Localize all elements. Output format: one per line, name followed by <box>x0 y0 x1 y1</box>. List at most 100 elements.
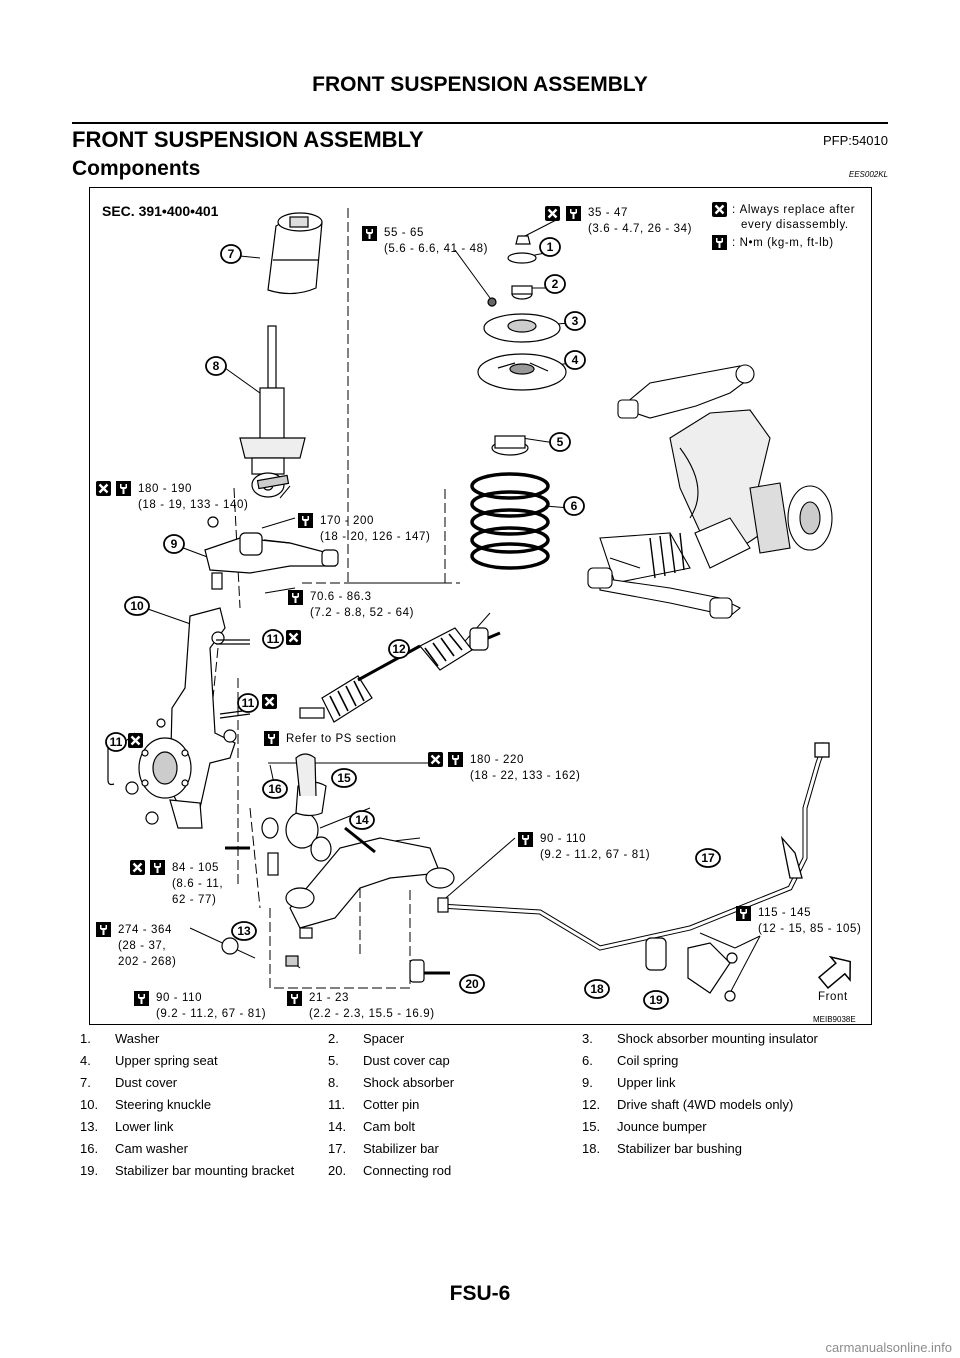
part-name: Lower link <box>115 1119 174 1134</box>
balloon-18: 18 <box>584 979 610 999</box>
legend-replace-line1: : Always replace after <box>732 204 855 216</box>
part-name: Jounce bumper <box>617 1119 707 1134</box>
svg-text:115 - 145: 115 - 145 <box>758 907 811 919</box>
svg-text:4: 4 <box>572 353 579 367</box>
part-name: Steering knuckle <box>115 1097 212 1112</box>
balloon-3: 3 <box>564 311 586 331</box>
svg-text:7: 7 <box>228 247 235 261</box>
part-balloons: 1 2 3 4 5 6 7 8 9 10 11 11 11 12 13 14 1… <box>105 237 721 1010</box>
svg-text:55 - 65: 55 - 65 <box>384 227 424 239</box>
parts-row: 10.Steering knuckle 11.Cotter pin 12.Dri… <box>80 1097 794 1112</box>
cotter-pins <box>107 639 251 786</box>
part-name: Shock absorber <box>363 1075 455 1090</box>
lower-link <box>221 753 455 967</box>
assembled-view <box>587 364 833 619</box>
svg-text:170 - 200: 170 - 200 <box>320 515 374 527</box>
svg-text:17: 17 <box>701 851 715 865</box>
svg-text:180 - 220: 180 - 220 <box>470 754 524 766</box>
svg-text:Front: Front <box>818 991 848 1003</box>
part-name: Stabilizer bar mounting bracket <box>115 1163 295 1178</box>
svg-text:90 - 110: 90 - 110 <box>540 833 586 845</box>
steering-knuckle <box>125 607 237 829</box>
parts-row: 7.Dust cover 8.Shock absorber 9.Upper li… <box>80 1075 676 1090</box>
page-header-title: FRONT SUSPENSION ASSEMBLY <box>312 73 648 96</box>
balloon-12: 12 <box>388 639 410 659</box>
balloon-17: 17 <box>695 848 721 868</box>
section-title: FRONT SUSPENSION ASSEMBLY <box>72 127 424 152</box>
svg-text:14: 14 <box>355 813 369 827</box>
svg-text:11: 11 <box>242 696 255 710</box>
svg-text:15: 15 <box>337 771 351 785</box>
part-name: Cam bolt <box>363 1119 416 1134</box>
part-name: Spacer <box>363 1031 405 1046</box>
replace-icon <box>284 628 303 647</box>
svg-text:1: 1 <box>547 240 554 254</box>
strut-assembly <box>239 212 323 498</box>
torque-icon <box>712 235 727 250</box>
replace-icon <box>260 692 279 711</box>
balloon-2: 2 <box>544 274 566 294</box>
svg-text:21 - 23: 21 - 23 <box>309 992 349 1004</box>
dashed-guides <box>207 208 460 989</box>
legend-replace-line2: every disassembly. <box>741 219 849 231</box>
svg-text:2: 2 <box>552 277 559 291</box>
part-name: Connecting rod <box>363 1163 452 1178</box>
svg-text:Refer to PS section: Refer to PS section <box>286 733 396 745</box>
part-name: Cam washer <box>115 1141 188 1156</box>
svg-text:62 - 77): 62 - 77) <box>172 894 216 906</box>
svg-text:70.6 - 86.3: 70.6 - 86.3 <box>310 591 372 603</box>
svg-text:(18 - 19, 133 - 140): (18 - 19, 133 - 140) <box>138 499 248 511</box>
svg-text:180 - 190: 180 - 190 <box>138 483 192 495</box>
part-name: Shock absorber mounting insulator <box>617 1031 818 1046</box>
part-name: Coil spring <box>617 1053 679 1068</box>
svg-text:35 - 47: 35 - 47 <box>588 207 628 219</box>
balloon-19: 19 <box>643 990 669 1010</box>
balloon-4: 4 <box>564 350 586 370</box>
balloon-9: 9 <box>163 534 185 554</box>
balloon-7: 7 <box>220 244 242 264</box>
svg-text:5: 5 <box>557 435 564 449</box>
svg-text:(7.2 - 8.8, 52 - 64): (7.2 - 8.8, 52 - 64) <box>310 607 414 619</box>
svg-text:9: 9 <box>171 537 178 551</box>
balloon-20: 20 <box>459 974 485 994</box>
svg-text:(28 - 37,: (28 - 37, <box>118 940 166 952</box>
drive-shaft <box>299 627 501 723</box>
part-name: Upper spring seat <box>115 1053 218 1068</box>
part-name: Stabilizer bar bushing <box>617 1141 743 1156</box>
watermark: carmanualsonline.info <box>825 1340 952 1355</box>
svg-text:90 - 110: 90 - 110 <box>156 992 202 1004</box>
balloon-6: 6 <box>563 496 585 516</box>
svg-text:19: 19 <box>649 993 663 1007</box>
svg-text:(5.6 - 6.6, 41 - 48): (5.6 - 6.6, 41 - 48) <box>384 243 488 255</box>
svg-text:16: 16 <box>268 782 282 796</box>
svg-text:(9.2 - 11.2, 67 - 81): (9.2 - 11.2, 67 - 81) <box>156 1008 266 1020</box>
svg-text:84 - 105: 84 - 105 <box>172 862 219 874</box>
balloon-16: 16 <box>262 779 288 799</box>
svg-text:(18 - 22, 133 - 162): (18 - 22, 133 - 162) <box>470 770 580 782</box>
parts-row: 4.Upper spring seat 5.Dust cover cap 6.C… <box>80 1053 679 1068</box>
components-diagram: SEC. 391•400•401 : Always replace after … <box>89 187 872 1025</box>
svg-text:(3.6 - 4.7, 26 - 34): (3.6 - 4.7, 26 - 34) <box>588 223 692 235</box>
subsection-code: EES002KL <box>848 170 888 179</box>
part-name: Dust cover cap <box>363 1053 450 1068</box>
svg-text:20: 20 <box>465 977 479 991</box>
svg-text:(18 - 20, 126 - 147): (18 - 20, 126 - 147) <box>320 531 430 543</box>
header-rule <box>72 122 888 124</box>
pfp-code: PFP:54010 <box>822 133 888 148</box>
svg-text:11: 11 <box>110 735 123 749</box>
stabilizer-bar <box>439 742 830 951</box>
legend-torque: : N•m (kg-m, ft-lb) <box>732 237 834 249</box>
parts-row: 13.Lower link 14.Cam bolt 15.Jounce bump… <box>80 1119 707 1134</box>
subsection-title: Components <box>72 157 201 180</box>
parts-row: 19.Stabilizer bar mounting bracket 20.Co… <box>80 1163 452 1178</box>
svg-text:8: 8 <box>213 359 220 373</box>
svg-text:18: 18 <box>590 982 604 996</box>
spring-stack <box>470 235 567 570</box>
svg-text:12: 12 <box>392 642 406 656</box>
balloon-1: 1 <box>539 237 561 257</box>
balloon-8: 8 <box>205 356 227 376</box>
svg-text:274 - 364: 274 - 364 <box>118 924 172 936</box>
balloon-10: 10 <box>124 596 150 616</box>
balloon-5: 5 <box>549 432 571 452</box>
svg-text:202 - 268): 202 - 268) <box>118 956 176 968</box>
